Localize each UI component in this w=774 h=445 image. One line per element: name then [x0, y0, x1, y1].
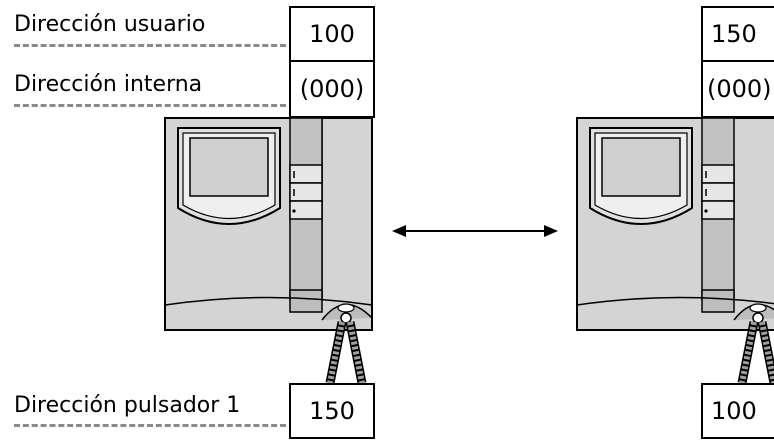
cord — [325, 321, 367, 384]
monitor-button-1 — [289, 164, 323, 184]
monitor-button-3 — [289, 200, 323, 220]
right-user-address-value: 150 — [711, 20, 757, 48]
connection-arrow — [392, 225, 558, 237]
left-internal-address-value: (000) — [299, 75, 365, 103]
monitor-right — [576, 117, 774, 384]
right-user-address-box: 150 — [701, 6, 774, 62]
left-user-address-value: 100 — [309, 20, 355, 48]
left-button-address-value: 150 — [309, 397, 355, 425]
monitor-button-2 — [289, 182, 323, 202]
left-internal-address-box: (000) — [289, 60, 375, 118]
button-address-label: Dirección pulsador 1 — [14, 393, 241, 418]
right-button-address-box: 100 — [701, 383, 774, 439]
button-address-leader — [14, 424, 286, 427]
screen — [189, 137, 269, 197]
right-button-address-value: 100 — [711, 397, 757, 425]
right-internal-address-box: (000) — [701, 60, 774, 118]
left-user-address-box: 100 — [289, 6, 375, 62]
user-address-leader — [14, 44, 286, 47]
monitor-left — [164, 117, 373, 384]
right-internal-address-value: (000) — [707, 75, 772, 103]
user-address-label: Dirección usuario — [14, 12, 206, 37]
internal-address-leader — [14, 104, 286, 107]
internal-address-label: Dirección interna — [14, 72, 203, 97]
left-button-address-box: 150 — [289, 383, 375, 439]
